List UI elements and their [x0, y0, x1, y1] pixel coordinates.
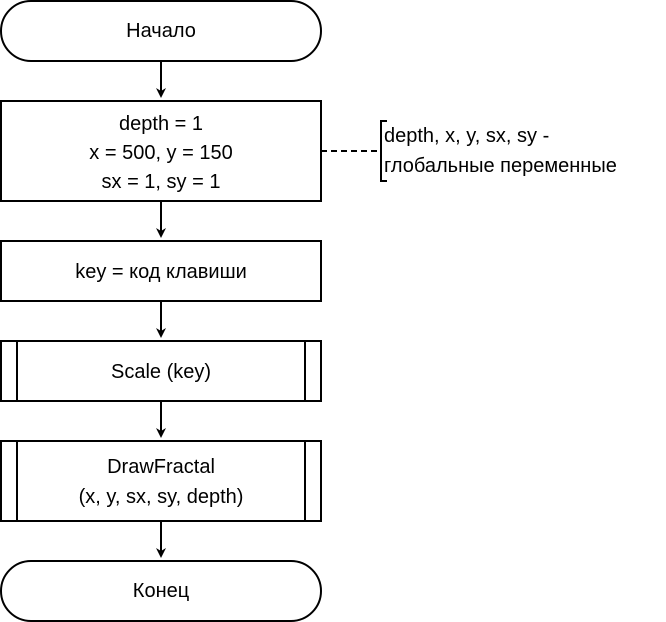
init-line-2: x = 500, y = 150 [89, 142, 232, 164]
scale-label: Scale (key) [111, 361, 211, 383]
draw-line-1: DrawFractal [107, 456, 215, 478]
scale-subroutine-box: Scale (key) [0, 340, 322, 402]
end-terminator: Конец [0, 560, 322, 622]
comment-line-2: глобальные переменные [384, 155, 617, 177]
draw-fractal-subroutine-box: DrawFractal (x, y, sx, sy, depth) [0, 440, 322, 522]
init-process-box: depth = 1 x = 500, y = 150 sx = 1, sy = … [0, 100, 322, 202]
start-terminator: Начало [0, 0, 322, 62]
init-line-3: sx = 1, sy = 1 [102, 171, 221, 193]
comment-bracket [380, 120, 387, 182]
start-label: Начало [126, 20, 196, 42]
comment-line-1: depth, x, y, sx, sy - [384, 125, 549, 147]
draw-line-2: (x, y, sx, sy, depth) [79, 486, 244, 508]
init-line-1: depth = 1 [119, 113, 203, 135]
input-process-box: key = код клавиши [0, 240, 322, 302]
end-label: Конец [133, 580, 189, 602]
input-label: key = код клавиши [75, 261, 247, 283]
